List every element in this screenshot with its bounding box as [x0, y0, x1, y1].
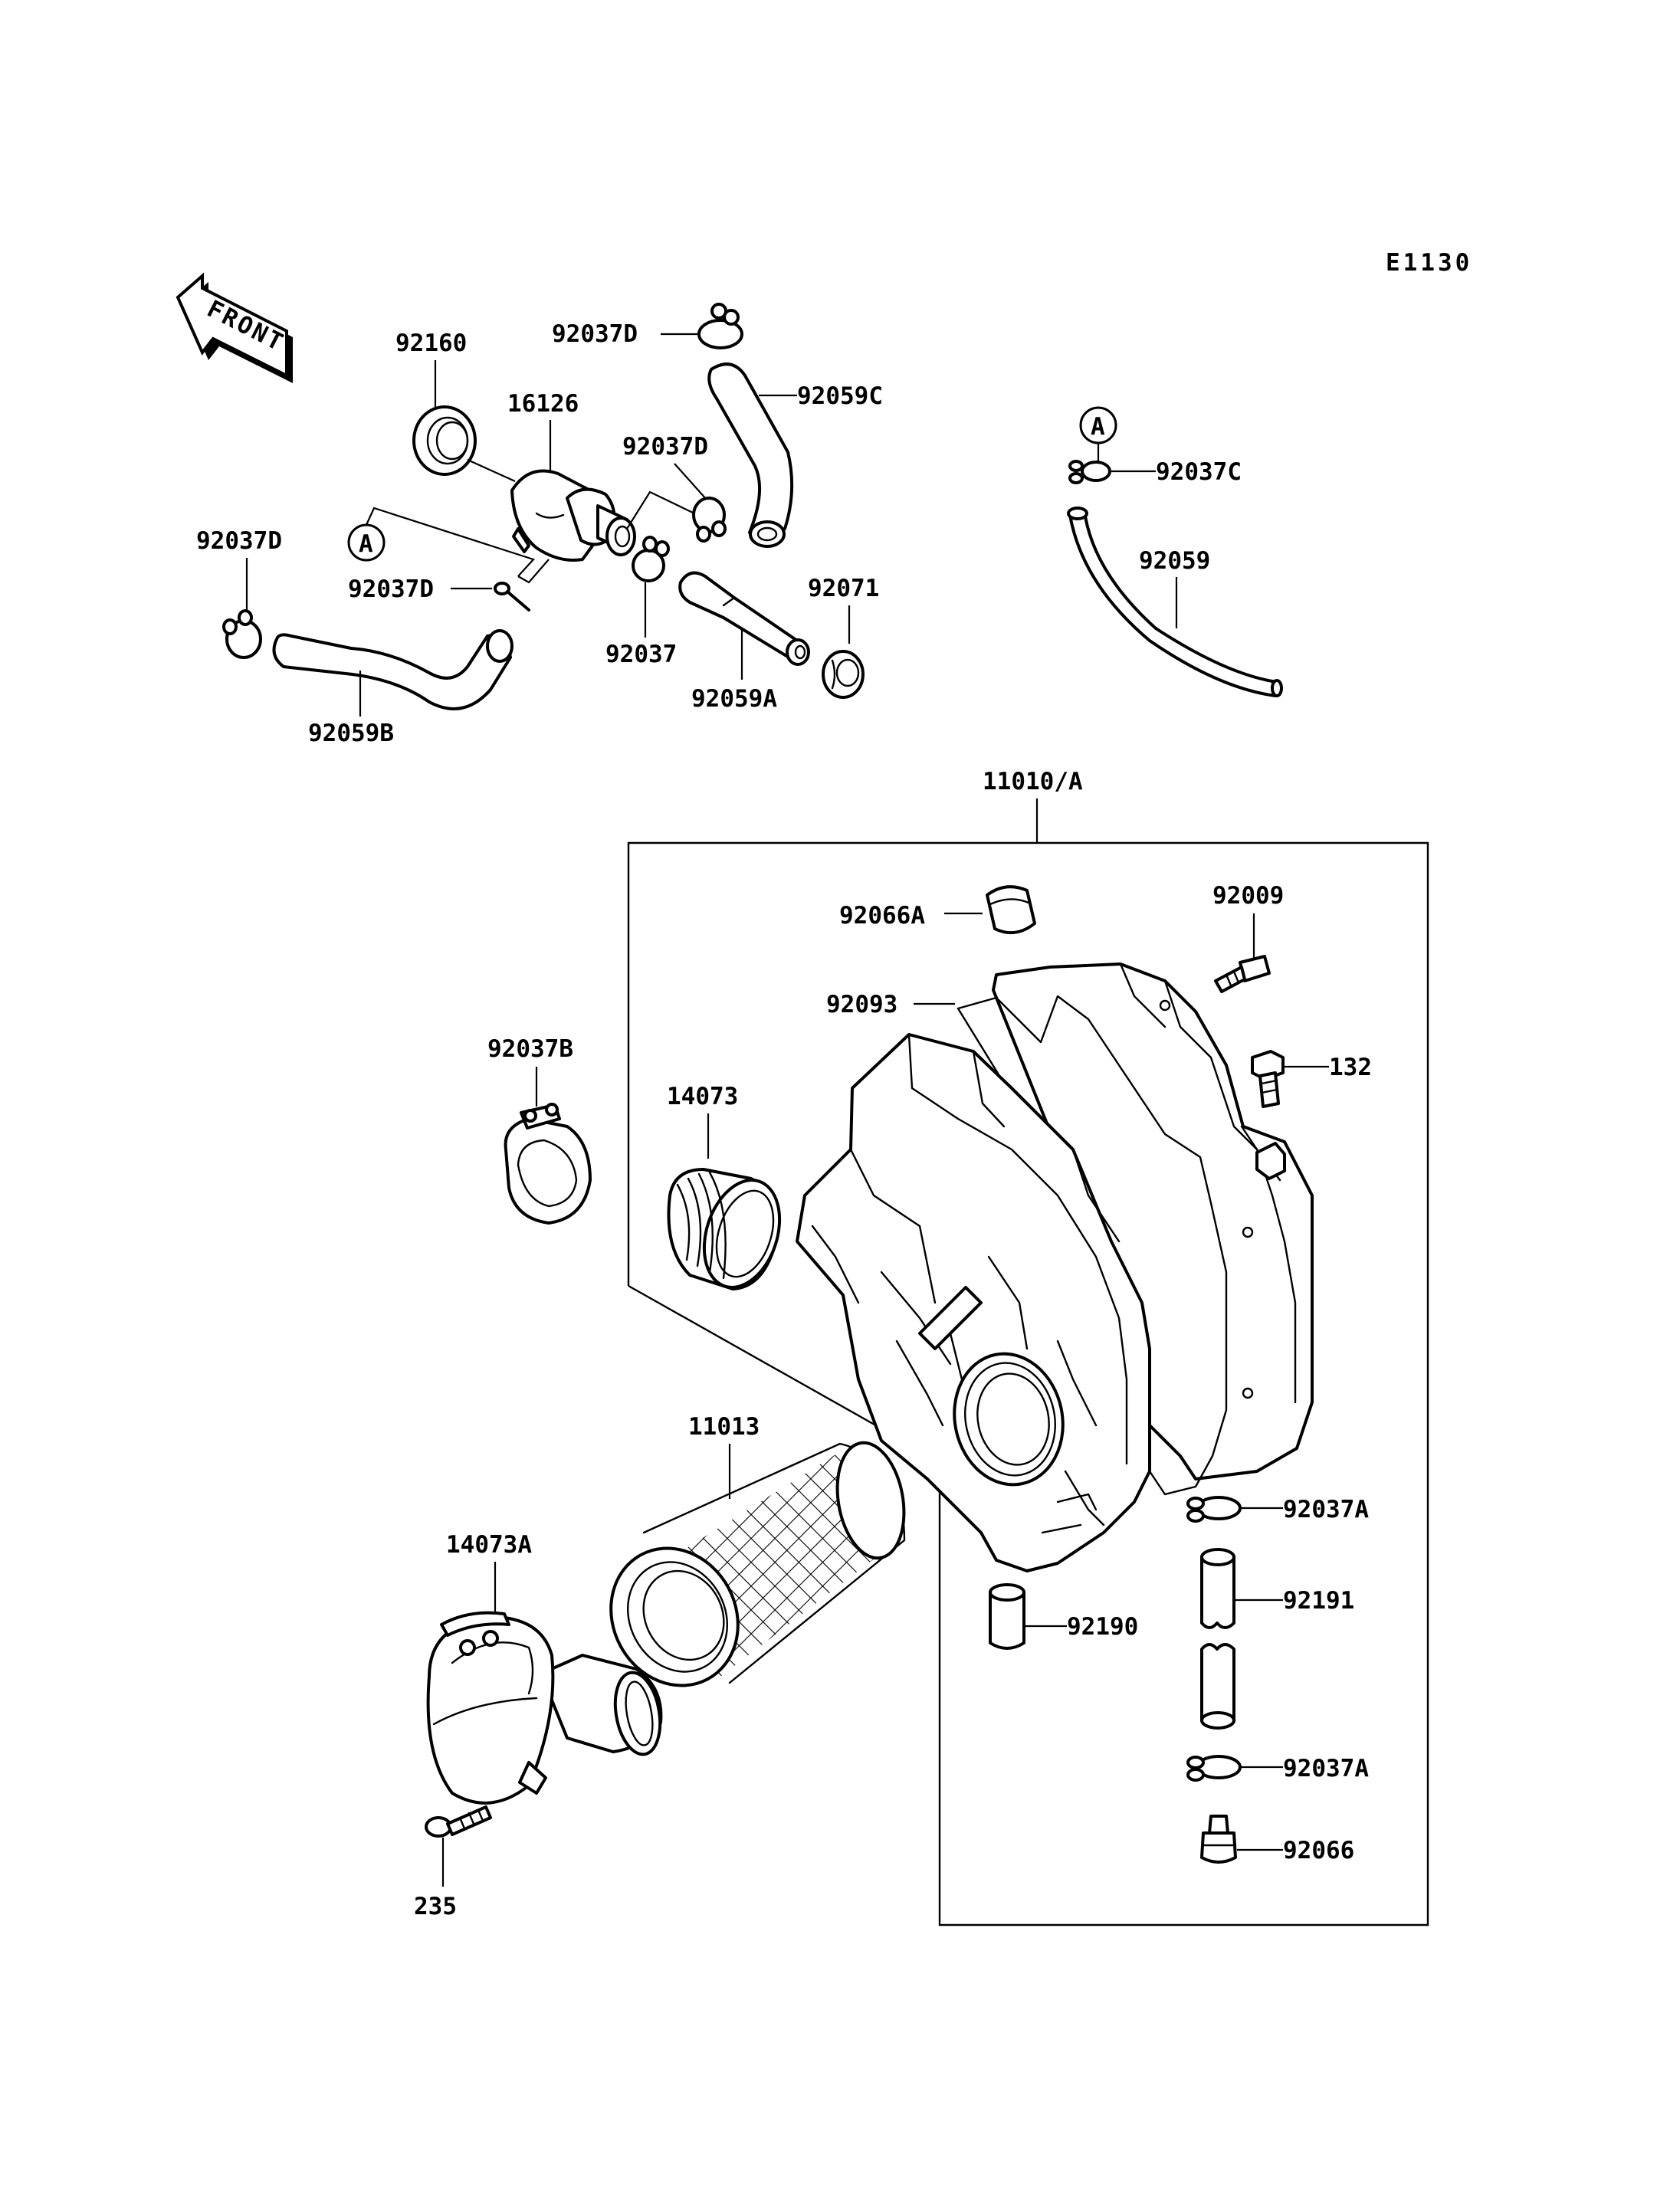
label-92093: 92093: [826, 991, 897, 1018]
label-11013: 11013: [688, 1413, 760, 1441]
label-92071: 92071: [808, 575, 879, 602]
label-92191: 92191: [1283, 1587, 1354, 1615]
label-92037D-left: 92037D: [196, 527, 282, 555]
part-92066A-cap-icon: [986, 885, 1036, 935]
label-92009: 92009: [1212, 882, 1284, 910]
part-16126-valve-icon: [510, 469, 636, 562]
label-92059: 92059: [1139, 547, 1210, 575]
part-92037A-bottom-clamp-icon: [1186, 1755, 1242, 1782]
label-92037D-small: 92037D: [348, 575, 434, 603]
part-92037D-left-clamp-icon: [222, 609, 262, 659]
ref-marker-a-right: A: [1079, 406, 1117, 444]
label-92066: 92066: [1283, 1837, 1354, 1864]
part-92190-sleeve-icon: [989, 1583, 1025, 1650]
part-14073A-inlet-cap-icon: [426, 1611, 663, 1805]
part-92037-clamp-icon: [632, 536, 670, 582]
part-92009-screw-icon: [1214, 955, 1271, 993]
label-11010A: 11010/A: [983, 768, 1083, 795]
part-92071-grommet-icon: [822, 650, 865, 699]
part-14073-duct-icon: [667, 1168, 782, 1290]
part-92037D-mid-clamp-icon: [692, 497, 727, 543]
part-92059-tube-icon: [1067, 507, 1283, 697]
label-92037D-mid: 92037D: [622, 433, 708, 461]
ref-a-left-leader: [365, 507, 535, 577]
label-235: 235: [414, 1893, 457, 1920]
part-92037C-clamp-icon: [1068, 460, 1111, 484]
label-132: 132: [1329, 1054, 1372, 1081]
diagram-code: E1130: [1386, 249, 1472, 277]
part-92059B-hose-icon: [272, 629, 514, 710]
label-92066A: 92066A: [839, 902, 925, 930]
part-92059A-hose-icon: [678, 571, 810, 666]
part-92037A-top-clamp-icon: [1186, 1496, 1242, 1523]
label-92160: 92160: [395, 330, 467, 357]
ref-marker-a-left: A: [347, 523, 386, 562]
part-92066-plug-icon: [1200, 1815, 1237, 1864]
part-92059C-hose-icon: [707, 362, 794, 548]
label-92037B: 92037B: [487, 1035, 573, 1063]
part-92037B-band-clamp-icon: [504, 1103, 592, 1225]
part-235-screw-icon: [425, 1805, 492, 1838]
part-92037D-small-clamp-icon: [494, 582, 530, 612]
label-92059C: 92059C: [797, 382, 883, 410]
label-16126: 16126: [507, 390, 579, 418]
label-14073A: 14073A: [446, 1531, 532, 1559]
label-92037D-top: 92037D: [552, 320, 638, 348]
label-92037A-top: 92037A: [1283, 1496, 1369, 1523]
part-132-bolt-icon: [1251, 1050, 1285, 1108]
ref-marker-a-right-label: A: [1091, 413, 1105, 441]
part-air-cleaner-cover-icon: [992, 962, 1314, 1481]
ref-marker-a-left-label: A: [359, 530, 373, 558]
label-92059B: 92059B: [308, 720, 394, 747]
label-92037C: 92037C: [1156, 458, 1242, 486]
label-92059A: 92059A: [691, 685, 777, 713]
part-11013-filter-icon: [609, 1441, 906, 1687]
part-air-cleaner-housing-icon: [796, 1033, 1151, 1572]
label-14073: 14073: [667, 1083, 738, 1110]
front-arrow-icon: FRONT: [176, 272, 293, 383]
label-92037: 92037: [605, 641, 677, 668]
part-92191-tube-icon: [1200, 1548, 1235, 1730]
label-92037A-bottom: 92037A: [1283, 1755, 1369, 1782]
label-92190: 92190: [1067, 1613, 1138, 1641]
part-92037D-top-clamp-icon: [697, 303, 743, 349]
part-92160-seal-icon: [412, 405, 477, 476]
